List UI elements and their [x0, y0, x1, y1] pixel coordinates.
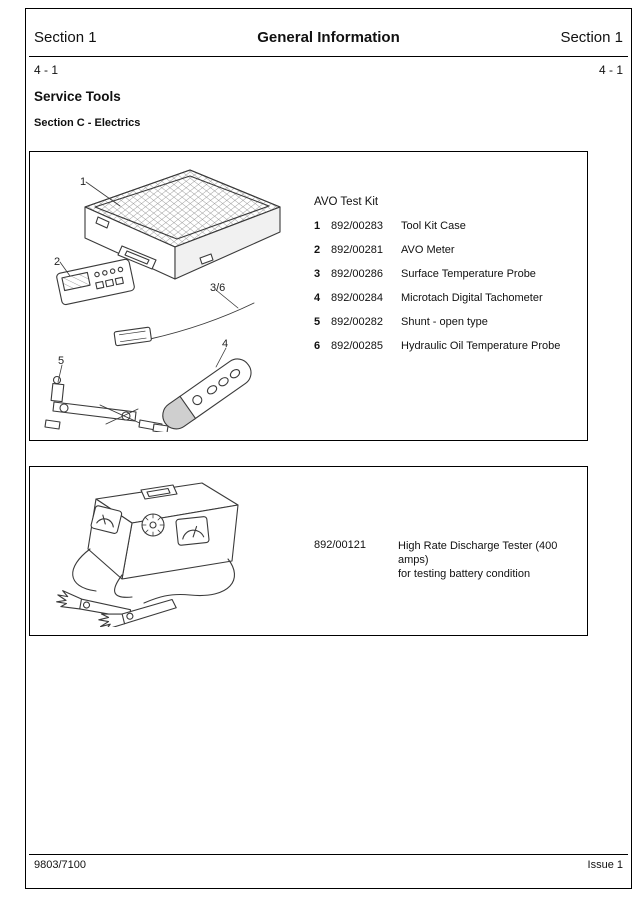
- table-row: 5 892/00282 Shunt - open type: [314, 310, 560, 334]
- publication-number: 9803/7100: [34, 859, 86, 871]
- header-section-right: Section 1: [560, 29, 623, 46]
- footer-divider: [29, 854, 628, 855]
- figure-panel-discharge-tester: 892/00121 High Rate Discharge Tester (40…: [29, 466, 588, 636]
- discharge-tester-illustration: [56, 482, 239, 627]
- page-title: General Information: [257, 29, 400, 46]
- item-number: 6: [314, 340, 321, 352]
- page-number-left: 4 - 1: [34, 63, 59, 77]
- table-row: 4 892/00284 Microtach Digital Tachometer: [314, 286, 560, 310]
- callout-shunt: 5: [58, 355, 65, 367]
- part-number: 892/00281: [331, 244, 383, 256]
- callout-probes: 3/6: [210, 282, 226, 294]
- part-description: Shunt - open type: [401, 316, 488, 328]
- part-description: Microtach Digital Tachometer: [401, 292, 543, 304]
- header-section-left: Section 1: [34, 29, 97, 46]
- parts-list: 1 892/00283 Tool Kit Case 2 892/00281 AV…: [314, 214, 560, 358]
- section-heading: Service Tools: [34, 89, 121, 104]
- tester-description-line2: for testing battery condition: [398, 568, 531, 580]
- kit-title: AVO Test Kit: [314, 196, 379, 208]
- page-frame: Section 1 General Information Section 1 …: [25, 8, 632, 889]
- part-number: 892/00284: [331, 292, 383, 304]
- avo-kit-illustration: [44, 169, 281, 432]
- callout-tool-kit-case: 1: [80, 176, 87, 188]
- item-number: 1: [314, 220, 321, 232]
- page-number-right: 4 - 1: [598, 63, 623, 77]
- part-description: Surface Temperature Probe: [401, 268, 536, 280]
- part-number: 892/00285: [331, 340, 383, 352]
- item-number: 5: [314, 316, 321, 328]
- item-number: 4: [314, 292, 321, 304]
- table-row: 6 892/00285 Hydraulic Oil Temperature Pr…: [314, 334, 560, 358]
- table-row: 2 892/00281 AVO Meter: [314, 238, 560, 262]
- part-description: AVO Meter: [401, 244, 455, 256]
- header-divider: [29, 56, 628, 57]
- callout-tachometer: 4: [222, 338, 229, 350]
- figure-panel-avo-kit: 1 2 3/6 4 5 AVO Test Kit 1 892/00283 Too…: [29, 151, 588, 441]
- part-number: 892/00282: [331, 316, 383, 328]
- tester-description: High Rate Discharge Tester (400 amps) fo…: [398, 539, 588, 581]
- callout-avo-meter: 2: [54, 256, 61, 268]
- issue-number: Issue 1: [587, 859, 623, 871]
- part-number: 892/00283: [331, 220, 383, 232]
- item-number: 2: [314, 244, 321, 256]
- part-description: Hydraulic Oil Temperature Probe: [401, 340, 561, 352]
- part-description: Tool Kit Case: [401, 220, 466, 232]
- table-row: 3 892/00286 Surface Temperature Probe: [314, 262, 560, 286]
- item-number: 3: [314, 268, 321, 280]
- tester-description-line1: High Rate Discharge Tester (400 amps): [398, 540, 558, 566]
- table-row: 1 892/00283 Tool Kit Case: [314, 214, 560, 238]
- part-number: 892/00286: [331, 268, 383, 280]
- section-subheading: Section C - Electrics: [34, 117, 141, 129]
- tester-part-number: 892/00121: [314, 539, 366, 551]
- page-header: Section 1 General Information Section 1: [34, 29, 623, 49]
